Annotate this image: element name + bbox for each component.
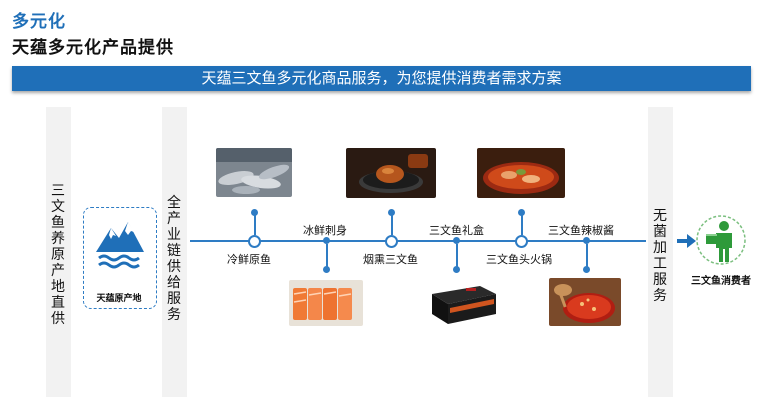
pillar-char: 工 (653, 256, 667, 272)
pillar-char: 供 (167, 259, 181, 275)
node-sashimi (323, 237, 330, 244)
connector-fresh (254, 213, 256, 235)
connector-hotpot (521, 213, 523, 235)
pillar-char: 无 (653, 208, 667, 224)
arrow-right-icon (677, 234, 696, 248)
pillar-char: 加 (653, 240, 667, 256)
connector-dot (518, 209, 525, 216)
left-pillar (46, 107, 71, 397)
node-gift (453, 237, 460, 244)
supply-pillar-text: 全产业链供给服务 (165, 195, 183, 323)
hotpot-image (477, 148, 565, 198)
pillar-char: 菌 (653, 224, 667, 240)
connector-sashimi (326, 244, 328, 268)
connector-dot (453, 266, 460, 273)
connector-gift (456, 244, 458, 268)
fresh-fish-image (216, 148, 292, 197)
label-fresh: 冷鲜原鱼 (227, 253, 271, 266)
pillar-char: 产 (51, 263, 65, 279)
pillar-char: 养 (51, 231, 65, 247)
connector-dot (583, 266, 590, 273)
node-smoked (385, 235, 398, 248)
right-pillar-text: 无菌加工服务 (651, 208, 669, 304)
pillar-char: 鱼 (51, 215, 65, 231)
pillar-char: 供 (51, 311, 65, 327)
consumer-label: 三文鱼消费者 (691, 276, 751, 287)
chili-sauce-image (549, 278, 621, 326)
banner: 天蕴三文鱼多元化商品服务，为您提供消费者需求方案 (12, 66, 751, 91)
node-fresh (248, 235, 261, 248)
pillar-char: 务 (167, 307, 181, 323)
sashimi-image (289, 280, 363, 326)
connector-smoked (391, 213, 393, 235)
connector-dot (388, 209, 395, 216)
connector-dot (323, 266, 330, 273)
smoked-salmon-image (346, 148, 436, 198)
pillar-char: 文 (51, 199, 65, 215)
label-smoked: 烟熏三文鱼 (363, 253, 418, 266)
pillar-char: 产 (167, 211, 181, 227)
pillar-char: 给 (167, 275, 181, 291)
pillar-char: 原 (51, 247, 65, 263)
supply-pillar (162, 107, 187, 397)
timeline-line (190, 240, 646, 242)
pillar-char: 全 (167, 195, 181, 211)
pillar-char: 服 (167, 291, 181, 307)
node-sauce (583, 237, 590, 244)
mountain-icon (96, 222, 144, 269)
left-pillar-text: 三文鱼养原产地直供 (49, 183, 67, 327)
node-hotpot (515, 235, 528, 248)
gift-box-image (428, 278, 500, 326)
pillar-char: 链 (167, 243, 181, 259)
pillar-char: 地 (51, 279, 65, 295)
pillar-char: 务 (653, 288, 667, 304)
origin-label: 天蕴原产地 (96, 294, 142, 304)
pillar-char: 业 (167, 227, 181, 243)
page-title: 天蕴多元化产品提供 (12, 38, 174, 58)
connector-sauce (586, 244, 588, 268)
pillar-char: 服 (653, 272, 667, 288)
label-sashimi: 冰鲜刺身 (303, 224, 347, 237)
right-pillar (648, 107, 673, 397)
label-hotpot: 三文鱼头火锅 (486, 253, 552, 266)
section-title: 多元化 (12, 12, 66, 32)
label-sauce: 三文鱼辣椒酱 (548, 224, 614, 237)
pillar-char: 三 (51, 183, 65, 199)
pillar-char: 直 (51, 295, 65, 311)
consumer-icon (696, 215, 746, 265)
connector-dot (251, 209, 258, 216)
label-gift: 三文鱼礼盒 (429, 224, 484, 237)
